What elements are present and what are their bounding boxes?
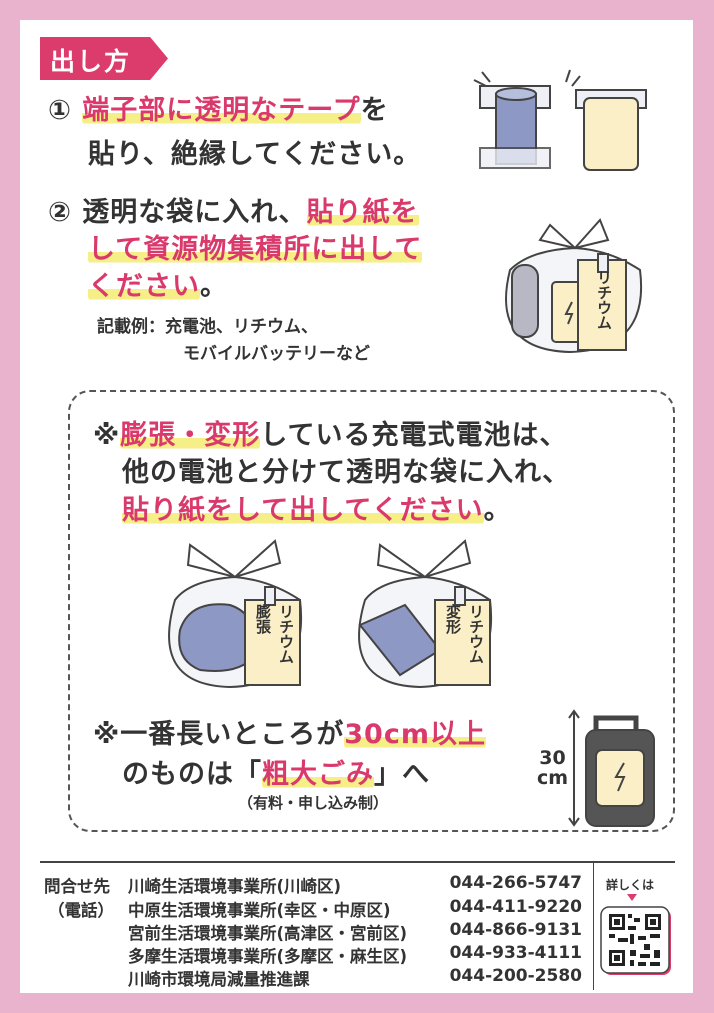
- qr-code[interactable]: [600, 906, 674, 978]
- step1-highlight: 端子部に透明なテープ: [82, 95, 361, 126]
- size-note-line1: ※一番長いところが30cm以上: [93, 712, 486, 751]
- example-label: 記載例：: [97, 317, 165, 337]
- large-battery-illustration: [568, 709, 655, 827]
- contact-name: 多摩生活環境事業所(多摩区・麻生区): [128, 947, 408, 966]
- step-number: ①: [48, 95, 72, 126]
- contact-phone: 044-411-9220: [449, 897, 582, 917]
- swollen-battery-bags-illustration: [168, 539, 493, 689]
- example-line2: モバイルバッテリーなど: [183, 344, 370, 364]
- bag2-note: 変形: [444, 604, 462, 634]
- divider: [593, 862, 594, 990]
- bag1-tag: リチウム: [277, 604, 295, 664]
- qr-label: 詳しくは: [606, 878, 655, 892]
- warning-line1: ※膨張・変形している充電式電池は、: [93, 413, 567, 452]
- contact-name: 川崎市環境局減量推進課: [128, 970, 310, 989]
- warning-highlight: 貼り紙をして出してください: [122, 495, 484, 526]
- contact-name: 中原生活環境事業所(幸区・中原区): [128, 901, 391, 920]
- step1-line1: ① 端子部に透明なテープを: [48, 88, 389, 127]
- divider: [40, 861, 675, 863]
- fee-note: （有料・申し込み制）: [238, 794, 389, 812]
- step2-line2: して資源物集積所に出して: [88, 227, 423, 266]
- bag-with-shaver-illustration: [505, 218, 643, 354]
- contact-name: 宮前生活環境事業所(高津区・宮前区): [128, 924, 408, 943]
- dimension-unit: cm: [537, 767, 569, 789]
- size-highlight: 30cm以上: [344, 719, 486, 750]
- section-tag: 出し方: [40, 37, 168, 80]
- step2-line1: ② 透明な袋に入れ、貼り紙を: [48, 190, 419, 229]
- size-note-text: のものは「: [122, 759, 262, 790]
- contact-phone: 044-866-9131: [449, 920, 582, 940]
- warning-line3: 貼り紙をして出してください。: [122, 488, 512, 527]
- contact-label-phone: （電話）: [48, 901, 114, 920]
- contact-name: 川崎生活環境事業所(川崎区): [128, 877, 342, 896]
- step2-highlight: 貼り紙を: [306, 197, 419, 228]
- contact-phone: 044-266-5747: [449, 873, 582, 893]
- step1-line2: 貼り、絶縁してください。: [88, 139, 422, 170]
- step1-text: を: [360, 95, 389, 126]
- step2-highlight: ください: [88, 271, 200, 302]
- warning-box: [68, 390, 675, 832]
- size-note-text: 一番長いところが: [120, 719, 345, 750]
- step2-text: 透明な袋に入れ、: [82, 197, 307, 228]
- bag2-tag: リチウム: [467, 604, 485, 664]
- bag1-note: 膨張: [254, 604, 272, 634]
- warning-line2: 他の電池と分けて透明な袋に入れ、: [122, 457, 571, 488]
- contact-phone: 044-933-4111: [449, 943, 582, 963]
- contact-phone: 044-200-2580: [449, 966, 582, 986]
- contact-label: 問合せ先: [44, 877, 110, 896]
- warning-highlight: 膨張・変形: [120, 420, 261, 451]
- dimension-value: 30: [539, 747, 566, 769]
- step2-text: 。: [200, 271, 228, 302]
- example-line1: 記載例：充電池、リチウム、: [97, 312, 318, 337]
- note-mark: ※: [93, 420, 121, 451]
- sheet-label: リチウム: [595, 270, 613, 330]
- arrow-down-icon: [627, 894, 637, 901]
- size-note-line2: のものは「粗大ごみ」へ: [122, 752, 430, 791]
- step2-highlight: して資源物集積所に出して: [88, 234, 423, 265]
- example-text: 充電池、リチウム、: [165, 317, 318, 337]
- step2-line3: ください。: [88, 264, 228, 303]
- note-mark: ※: [93, 719, 121, 750]
- warning-text: 。: [483, 495, 512, 526]
- size-note-text: 」へ: [374, 759, 430, 790]
- step-number: ②: [48, 197, 72, 228]
- bulky-waste-highlight: 粗大ごみ: [262, 759, 374, 790]
- warning-text: している充電式電池は、: [260, 420, 568, 451]
- taped-battery-illustration: [473, 69, 647, 171]
